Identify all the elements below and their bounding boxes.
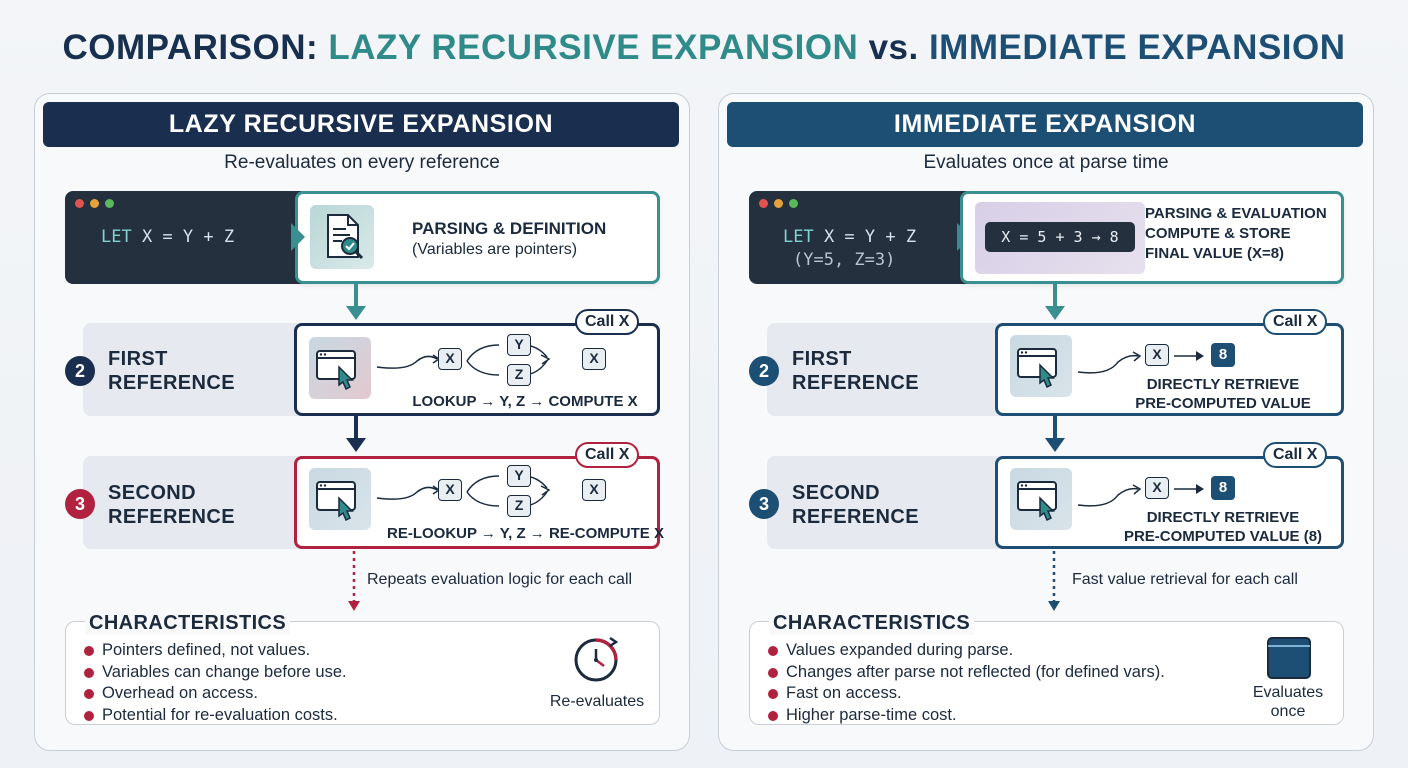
window-dots bbox=[759, 199, 798, 208]
lazy-step2-card: X Y Z X LOOKUP → Y, Z → COMPUTE X bbox=[294, 323, 660, 416]
immediate-characteristics-list: Values expanded during parse. Changes af… bbox=[768, 640, 1165, 726]
lazy-characteristics-box: Pointers defined, not values. Variables … bbox=[65, 621, 660, 725]
lazy-parse-text: (Variables are pointers) bbox=[412, 241, 578, 258]
immediate-step2-row bbox=[767, 323, 1017, 416]
immediate-step3-badge: 3 bbox=[749, 489, 779, 519]
list-item: Potential for re-evaluation costs. bbox=[84, 705, 347, 727]
graph-node-y: Y bbox=[507, 465, 531, 487]
graph-node-z: Z bbox=[507, 364, 531, 386]
value-node: 8 bbox=[1211, 476, 1235, 500]
immediate-flow-arrow-2 bbox=[1045, 416, 1065, 452]
graph-node-x: X bbox=[1145, 344, 1169, 366]
immediate-step3-call-tag: Call X bbox=[1263, 442, 1328, 468]
window-click-icon bbox=[309, 337, 371, 399]
immediate-step2-badge: 2 bbox=[749, 356, 779, 386]
immediate-note: Fast value retrieval for each call bbox=[1072, 571, 1298, 588]
immediate-characteristics-box: Values expanded during parse. Changes af… bbox=[749, 621, 1344, 725]
lazy-panel: LAZY RECURSIVE EXPANSION Re-evaluates on… bbox=[34, 93, 690, 751]
document-search-icon bbox=[310, 205, 374, 269]
lazy-code-box: LET X = Y + Z bbox=[65, 191, 311, 284]
immediate-characteristics-title: CHARACTERISTICS bbox=[769, 612, 975, 635]
lazy-step3-card: X Y Z X RE-LOOKUP → Y, Z → RE-COMPUTE X bbox=[294, 456, 664, 549]
lazy-step2-row bbox=[83, 323, 333, 416]
graph-node-x-result: X bbox=[582, 348, 606, 370]
expression-panel: X = 5 + 3 → 8 bbox=[975, 202, 1145, 274]
lazy-code-line: LET X = Y + Z bbox=[101, 227, 235, 247]
list-item: Changes after parse not reflected (for d… bbox=[768, 662, 1165, 684]
lazy-characteristics-title: CHARACTERISTICS bbox=[85, 612, 291, 635]
lazy-panel-header: LAZY RECURSIVE EXPANSION bbox=[43, 102, 679, 147]
immediate-panel-header: IMMEDIATE EXPANSION bbox=[727, 102, 1363, 147]
immediate-step2-graph bbox=[1077, 351, 1204, 374]
computed-expression: X = 5 + 3 → 8 bbox=[985, 222, 1135, 252]
lazy-step3-graph bbox=[376, 475, 551, 507]
lazy-side-text: Re-evaluates bbox=[549, 693, 645, 710]
graph-node-x: X bbox=[1145, 477, 1169, 499]
lazy-flow-arrow-2 bbox=[346, 416, 366, 452]
storage-box-icon bbox=[1267, 637, 1311, 679]
graph-node-z: Z bbox=[507, 495, 531, 517]
lazy-step2-graph bbox=[376, 344, 551, 376]
list-item: Higher parse-time cost. bbox=[768, 705, 1165, 727]
immediate-step3-graph bbox=[1077, 484, 1204, 507]
immediate-code-values: (Y=5, Z=3) bbox=[793, 250, 896, 270]
window-dots bbox=[75, 199, 114, 208]
lazy-step3-badge: 3 bbox=[65, 489, 95, 519]
lazy-note: Repeats evaluation logic for each call bbox=[367, 571, 633, 588]
value-node: 8 bbox=[1211, 343, 1235, 367]
lazy-step3-call-tag: Call X bbox=[575, 442, 640, 468]
lazy-flow-arrow-1 bbox=[346, 284, 366, 320]
immediate-step2-call-tag: Call X bbox=[1263, 309, 1328, 335]
lazy-step3-row bbox=[83, 456, 333, 549]
lazy-parse-title: PARSING & DEFINITION bbox=[412, 219, 607, 238]
graph-node-y: Y bbox=[507, 334, 531, 356]
graph-node-x: X bbox=[438, 479, 462, 501]
lazy-dotted-arrow bbox=[348, 551, 360, 611]
immediate-parse-text: PARSING & EVALUATION COMPUTE & STORE FIN… bbox=[1145, 205, 1327, 262]
lazy-step2-badge: 2 bbox=[65, 356, 95, 386]
immediate-panel-subtitle: Evaluates once at parse time bbox=[923, 152, 1169, 173]
graph-node-x: X bbox=[438, 348, 462, 370]
window-click-icon bbox=[1010, 335, 1072, 397]
graph-node-x-result: X bbox=[582, 479, 606, 501]
lazy-step2-call-tag: Call X bbox=[575, 309, 640, 335]
lazy-connector-arrow bbox=[291, 223, 305, 251]
list-item: Values expanded during parse. bbox=[768, 640, 1165, 662]
immediate-code-box: LET X = Y + Z (Y=5, Z=3) bbox=[749, 191, 975, 284]
lazy-step3-caption: RE-LOOKUP → Y, Z → RE-COMPUTE X bbox=[387, 525, 664, 542]
lazy-parse-card: PARSING & DEFINITION (Variables are poin… bbox=[295, 191, 660, 284]
lazy-panel-subtitle: Re-evaluates on every reference bbox=[224, 152, 500, 173]
immediate-step3-row bbox=[767, 456, 1017, 549]
list-item: Overhead on access. bbox=[84, 683, 347, 705]
immediate-dotted-arrow bbox=[1048, 551, 1060, 611]
list-item: Variables can change before use. bbox=[84, 662, 347, 684]
immediate-parse-card: X = 5 + 3 → 8 PARSING & EVALUATION COMPU… bbox=[960, 191, 1344, 284]
immediate-code-line: LET X = Y + Z bbox=[783, 227, 917, 247]
list-item: Pointers defined, not values. bbox=[84, 640, 347, 662]
list-item: Fast on access. bbox=[768, 683, 1165, 705]
window-click-icon bbox=[309, 468, 371, 530]
immediate-panel: IMMEDIATE EXPANSION Evaluates once at pa… bbox=[718, 93, 1374, 751]
lazy-characteristics-list: Pointers defined, not values. Variables … bbox=[84, 640, 347, 726]
window-click-icon bbox=[1010, 468, 1072, 530]
page-title: COMPARISON: LAZY RECURSIVE EXPANSION vs.… bbox=[62, 28, 1346, 67]
immediate-flow-arrow-1 bbox=[1045, 284, 1065, 320]
lazy-step2-caption: LOOKUP → Y, Z → COMPUTE X bbox=[412, 393, 638, 410]
clock-refresh-icon bbox=[574, 636, 619, 682]
